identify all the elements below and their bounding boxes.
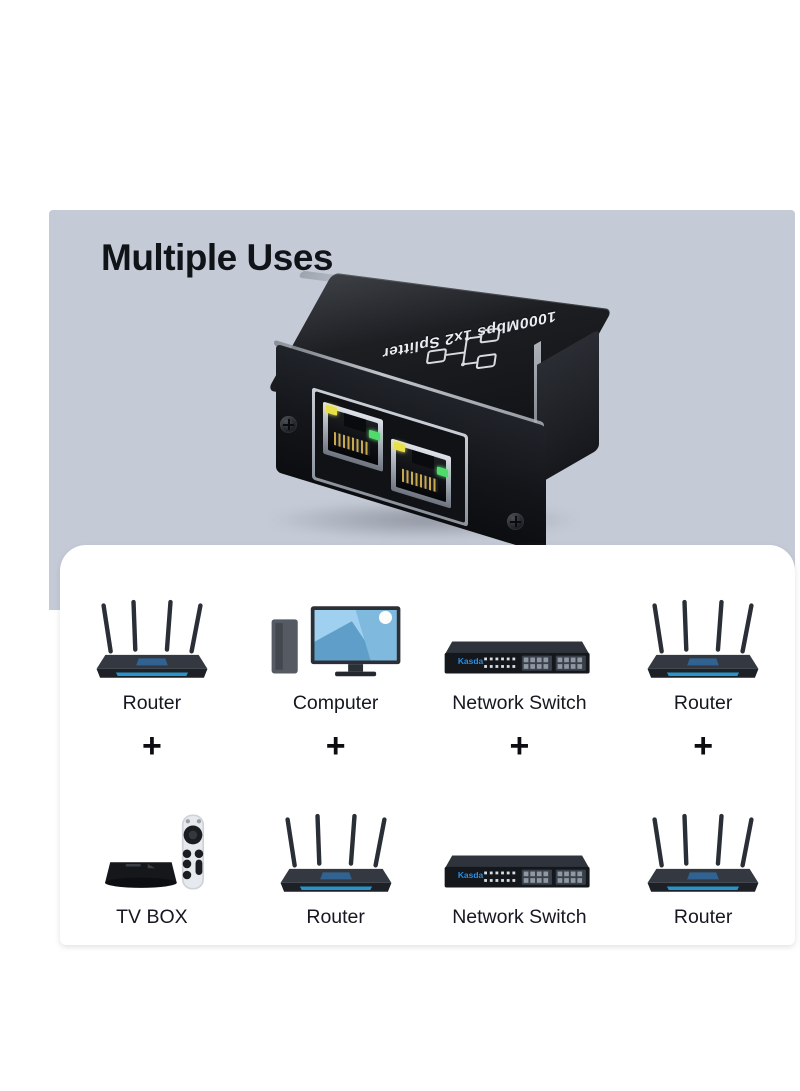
svg-text:Kasda: Kasda: [458, 656, 484, 666]
tv-box-icon: [88, 797, 216, 897]
product-device-splitter: 1000Mbps 1x2 Splitter: [234, 270, 654, 575]
use-case-cell-bottom-4: Router: [611, 777, 795, 929]
wifi-router-icon: [637, 797, 769, 897]
wifi-router-icon: [86, 583, 218, 683]
use-case-label: Network Switch: [452, 906, 587, 928]
rj45-port-2: [391, 438, 451, 509]
use-case-label: Network Switch: [452, 692, 587, 714]
plus-separator: +: [509, 727, 530, 765]
plus-separator: +: [141, 727, 162, 765]
case-screw-right: [507, 513, 524, 530]
use-case-cell-top-1: Router: [60, 563, 244, 715]
network-switch-icon: Kasda: [439, 797, 599, 897]
plus-separator: +: [693, 727, 714, 765]
svg-text:Kasda: Kasda: [458, 870, 484, 880]
use-case-cell-top-2: Computer: [244, 563, 428, 715]
use-case-label: Router: [673, 692, 733, 714]
hero-panel: Multiple Uses: [49, 210, 795, 610]
use-case-label: TV BOX: [116, 906, 188, 928]
use-cases-card: Router Computer: [60, 545, 795, 945]
rj45-port-1-notch: [344, 412, 366, 433]
rj45-port-2-notch: [412, 449, 434, 470]
use-case-cell-bottom-3: Kasda: [428, 777, 612, 929]
use-cases-bottom-row: TV BOX: [60, 777, 795, 929]
use-case-cell-top-4: Router: [611, 563, 795, 715]
use-case-cell-bottom-2: Router: [244, 777, 428, 929]
page-title: Multiple Uses: [101, 237, 334, 278]
plus-separator-row: + + + +: [60, 723, 795, 773]
rj45-port-1: [323, 401, 383, 472]
network-switch-icon: Kasda: [439, 583, 599, 683]
wifi-router-icon: [637, 583, 769, 683]
use-cases-top-row: Router Computer: [60, 563, 795, 715]
use-case-label: Computer: [292, 692, 379, 714]
wifi-router-icon: [270, 797, 402, 897]
rj45-port-2-pins: [402, 468, 438, 493]
use-case-label: Router: [122, 692, 182, 714]
desktop-computer-icon: [266, 583, 406, 683]
use-case-cell-top-3: Kasda: [428, 563, 612, 715]
rj45-port-1-pins: [334, 431, 370, 456]
use-case-label: Router: [306, 906, 365, 928]
plus-separator: +: [325, 727, 346, 765]
use-case-label: Router: [673, 906, 733, 928]
network-splitter-icon: [419, 322, 502, 380]
case-screw-left: [280, 416, 297, 433]
use-case-cell-bottom-1: TV BOX: [60, 777, 244, 929]
